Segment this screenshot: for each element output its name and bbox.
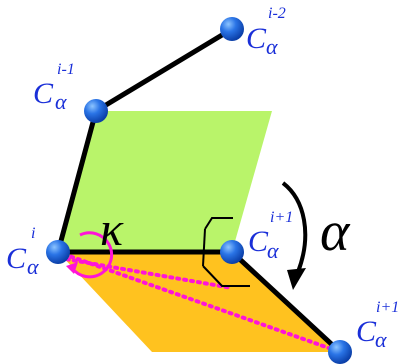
green-plane [58,111,272,252]
kappa-label: κ [100,203,124,256]
svg-text:i-1: i-1 [57,61,75,78]
label-ca-im1: C i-1 α [33,61,75,114]
svg-text:C: C [6,242,27,275]
label-ca-ip1: C i+1 α [248,209,293,263]
atom-ca-im2 [220,17,244,41]
atom-ca-ip2 [328,340,352,364]
label-ca-ip2: C i+1 α [356,299,398,352]
kappa-arrow-head [66,262,78,274]
svg-text:α: α [27,254,39,279]
atom-ca-ip1 [220,240,244,264]
svg-text:α: α [267,238,279,263]
svg-text:α: α [375,327,387,352]
svg-text:i+1: i+1 [376,299,398,316]
kappa-angle-arc [70,231,114,279]
svg-text:C: C [356,315,377,348]
label-ca-i: C i α [6,225,39,279]
right-angle-marker-left [202,228,206,267]
svg-text:C: C [248,225,269,258]
alpha-arrow-head [287,268,306,290]
alpha-label: α [320,201,351,263]
svg-text:i-2: i-2 [268,5,286,22]
label-ca-im2: C i-2 α [246,5,286,59]
svg-text:C: C [246,22,267,55]
atom-ca-i [46,240,70,264]
svg-text:C: C [33,77,54,110]
dotted-line-i-to-ip1-lower [58,256,234,290]
svg-text:i+1: i+1 [270,209,293,226]
atom-ca-im1 [84,99,108,123]
svg-text:i: i [31,225,35,242]
svg-text:α: α [266,34,278,59]
alpha-rotation-arrow [281,181,308,273]
right-angle-marker-lower [202,265,250,287]
right-angle-marker [204,217,233,230]
svg-text:α: α [55,89,67,114]
